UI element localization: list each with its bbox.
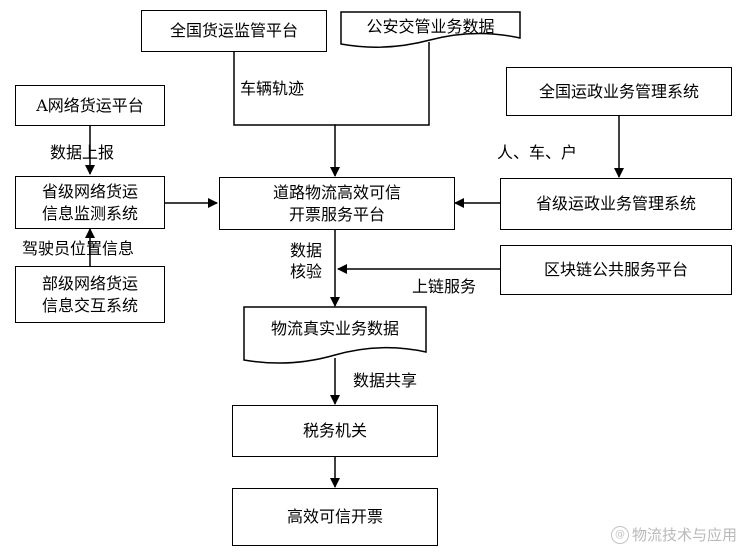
blockchain-platform: 区块链公共服务平台 bbox=[500, 245, 732, 295]
efficient-invoice: 高效可信开票 bbox=[232, 488, 438, 546]
arrow-freight-to-core bbox=[233, 51, 340, 177]
ministerial-exchange-line2: 信息交互系统 bbox=[41, 295, 138, 315]
doc-shape-realdata bbox=[243, 306, 427, 364]
watermark-text: 物流技术与应用 bbox=[631, 526, 737, 544]
watermark: @ 物流技术与应用 bbox=[610, 524, 737, 545]
provincial-transport-system: 省级运政业务管理系统 bbox=[500, 178, 732, 230]
national-transport-system: 全国运政业务管理系统 bbox=[506, 67, 732, 116]
label-vehicle-track: 车辆轨迹 bbox=[240, 79, 305, 98]
police-data-doc: 公安交管业务数据 bbox=[366, 17, 495, 36]
tax-authority: 税务机关 bbox=[232, 405, 438, 457]
real-business-data-doc: 物流真实业务数据 bbox=[270, 319, 399, 338]
ministerial-exchange-system: 部级网络货运 信息交互系统 bbox=[15, 266, 165, 323]
label-data-verify-2: 核验 bbox=[290, 262, 323, 281]
core-platform-line1: 道路物流高效可信 bbox=[272, 182, 401, 202]
doc-shape-police bbox=[340, 11, 521, 48]
label-data-verify-1: 数据 bbox=[290, 241, 323, 260]
sohu-at-icon: @ bbox=[610, 525, 629, 544]
label-people-car-household: 人、车、户 bbox=[497, 143, 578, 162]
core-platform-line2: 开票服务平台 bbox=[288, 204, 385, 224]
provincial-monitor-line2: 信息监测系统 bbox=[41, 203, 138, 223]
provincial-monitor-line1: 省级网络货运 bbox=[41, 181, 138, 201]
core-invoice-platform: 道路物流高效可信 开票服务平台 bbox=[219, 177, 455, 230]
national-freight-platform: 全国货运监管平台 bbox=[141, 10, 327, 52]
ministerial-exchange-line1: 部级网络货运 bbox=[41, 273, 138, 293]
label-chain-service: 上链服务 bbox=[412, 277, 477, 296]
label-data-share: 数据共享 bbox=[353, 371, 418, 390]
line-police-to-core bbox=[335, 42, 430, 126]
label-data-report: 数据上报 bbox=[50, 143, 115, 162]
label-driver-position: 驾驶员位置信息 bbox=[22, 239, 135, 258]
provincial-monitor-system: 省级网络货运 信息监测系统 bbox=[15, 176, 165, 229]
a-freight-platform: A网络货运平台 bbox=[15, 85, 165, 126]
